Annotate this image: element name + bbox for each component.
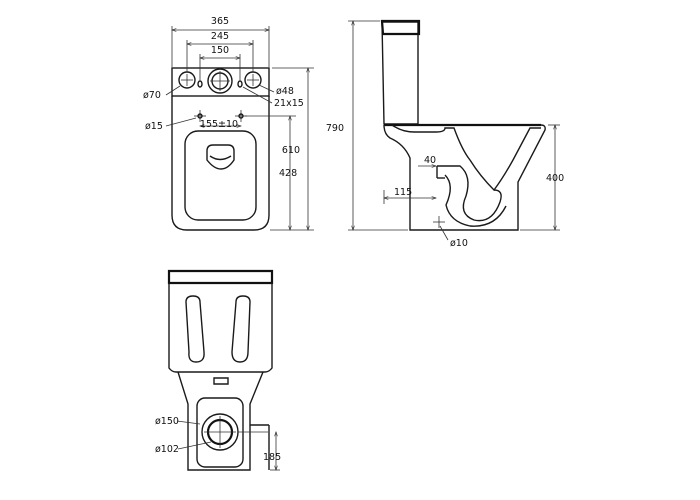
side-cistern xyxy=(381,21,419,125)
flush-outlet-lip xyxy=(209,155,232,161)
dim-center-spacing: 150 xyxy=(211,45,229,56)
rear-cistern-lid xyxy=(167,269,274,285)
label-slot-size: 21x15 xyxy=(274,98,304,109)
side-bowl-inner xyxy=(391,124,541,192)
dim-outlet-offset: 115 xyxy=(394,187,412,198)
bowl-inner-rim xyxy=(184,130,257,221)
side-body-outline xyxy=(383,124,546,231)
rear-slot-right xyxy=(231,295,251,363)
dim-fixing-spacing: 155±10 xyxy=(200,119,238,130)
slot-left xyxy=(197,80,203,88)
side-trap-outer xyxy=(444,174,507,227)
dim-trap-rise: 40 xyxy=(424,155,436,166)
side-view: ø10 790 400 40 115 xyxy=(326,19,564,249)
dim-depth-total: 610 xyxy=(282,145,300,156)
dim-outlet-height: 185 xyxy=(263,452,281,463)
rear-pedestal xyxy=(177,371,264,471)
rear-cistern-body xyxy=(168,283,273,373)
side-trap xyxy=(437,165,502,222)
label-outlet-inner: ø102 xyxy=(155,444,179,455)
label-floor-hole: ø10 xyxy=(450,238,468,249)
dim-bowl-length: 428 xyxy=(279,168,297,179)
label-outlet-outer: ø150 xyxy=(155,416,179,427)
slot-right xyxy=(237,80,243,88)
rear-view: ø150 ø102 185 xyxy=(155,269,281,471)
dim-width-total: 365 xyxy=(211,16,229,27)
flush-button-outer xyxy=(207,68,233,94)
cistern-outline xyxy=(171,67,270,97)
label-inlet-diameter: ø70 xyxy=(143,90,161,101)
label-button-diameter: ø48 xyxy=(276,86,294,97)
rear-slot-left xyxy=(185,295,205,363)
rear-tab xyxy=(213,377,229,385)
floor-fixing xyxy=(433,216,445,228)
dim-inlet-spacing: 245 xyxy=(211,31,229,42)
dim-height-total: 790 xyxy=(326,123,344,134)
rear-outlet-frame xyxy=(196,397,244,468)
fixing-hole-left xyxy=(194,110,206,122)
top-view: 365 245 150 155±10 ø70 ø15 ø48 21x15 610… xyxy=(143,16,314,231)
side-cistern-lid xyxy=(380,19,421,36)
label-fixing-hole: ø15 xyxy=(145,121,163,132)
flush-outlet xyxy=(206,144,235,170)
bowl-outline xyxy=(171,96,270,231)
dim-seat-height: 400 xyxy=(546,173,564,184)
